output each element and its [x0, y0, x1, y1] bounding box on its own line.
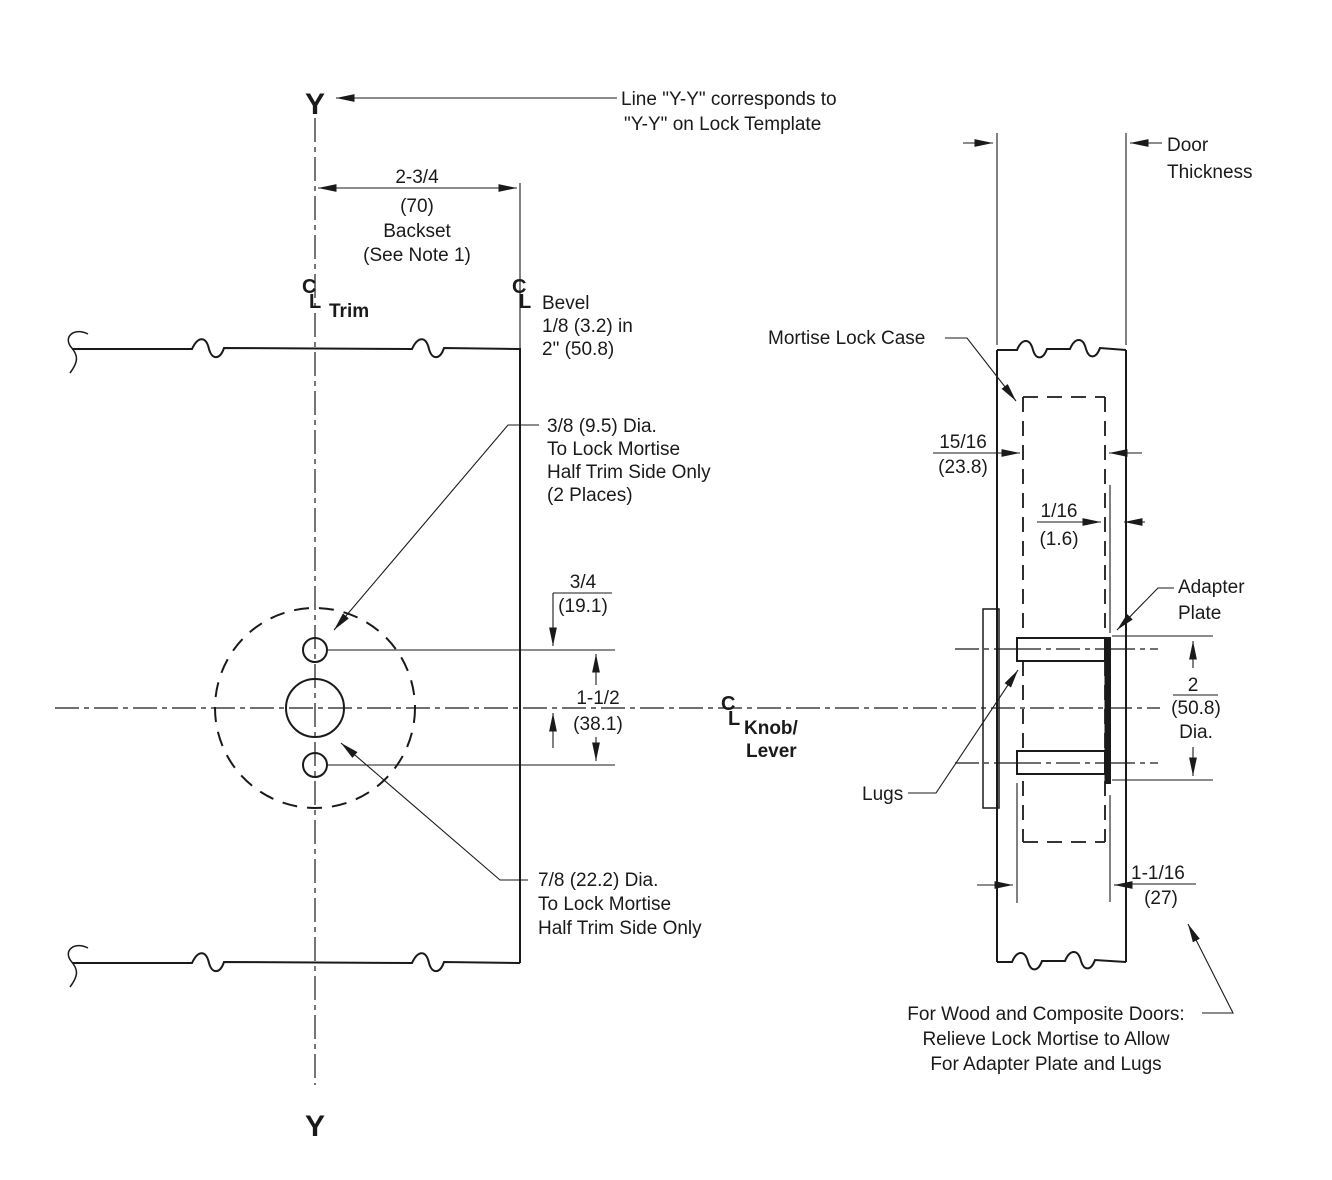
trim-side-plate-outline — [982, 608, 1000, 809]
upper-hole-leader-line — [333, 424, 539, 631]
centerline-symbol-trim-l: L — [309, 291, 321, 313]
adapter-dia-dimension-value: 2 — [1188, 675, 1199, 696]
adapter-plate-label-line2: Plate — [1178, 603, 1221, 624]
spindle-hole-note-line1: 7/8 (22.2) Dia. — [538, 870, 658, 891]
hole-offset-dimension-value: 3/4 — [570, 572, 597, 593]
door-thickness-label-line1: Door — [1167, 135, 1209, 156]
adapter-dia-dimension-suffix: Dia. — [1179, 722, 1213, 743]
adapter-plate-leader-line — [1116, 587, 1174, 631]
upper-hole-note-line2: To Lock Mortise — [547, 439, 680, 460]
adapter-plate-label-line1: Adapter — [1178, 577, 1245, 598]
backset-dimension-metric: (70) — [400, 196, 434, 217]
upper-hole-note-line3: Half Trim Side Only — [547, 462, 711, 483]
case-depth-dimension-metric: (23.8) — [938, 457, 988, 478]
spindle-hole-circle — [285, 678, 345, 738]
door-face-bottom-edge — [72, 952, 521, 973]
plate-gap-dimension-metric: (1.6) — [1039, 529, 1078, 550]
adapter-plate-bar — [1104, 637, 1111, 784]
spindle-hole-note-line2: To Lock Mortise — [538, 894, 671, 915]
plate-gap-dimension-value: 1/16 — [1041, 501, 1078, 522]
yy-note-line2: "Y-Y" on Lock Template — [624, 114, 821, 135]
door-face-bottom-break-hook — [67, 944, 89, 988]
centerline-symbol-bevel-l: L — [519, 291, 531, 313]
hole-spacing-dimension-metric: (38.1) — [573, 714, 623, 735]
door-face-top-edge — [72, 338, 521, 359]
lugs-leader-line — [908, 669, 1019, 794]
yy-note-line1: Line "Y-Y" corresponds to — [621, 89, 837, 110]
knob-centerline-label-line2: Lever — [746, 741, 797, 762]
centerline-symbol-knob-l: L — [728, 708, 740, 730]
hole-spacing-dimension-value: 1-1/2 — [576, 688, 619, 709]
lugs-label: Lugs — [862, 784, 903, 805]
mortise-case-leader-line — [945, 337, 1017, 402]
wood-note-line3: For Adapter Plate and Lugs — [930, 1054, 1161, 1075]
door-section-bottom-break-edge — [997, 951, 1127, 971]
centerline-symbol-knob-c: C — [721, 693, 735, 715]
trim-centerline-label: Trim — [329, 301, 369, 322]
backset-dimension-value: 2-3/4 — [395, 167, 439, 188]
knob-centerline-label-line1: Knob/ — [744, 718, 799, 739]
case-depth-dimension-value: 15/16 — [939, 432, 987, 453]
wood-note-line2: Relieve Lock Mortise to Allow — [922, 1029, 1169, 1050]
wood-note-leader-line — [1187, 923, 1234, 1014]
trim-footprint-dashed-circle — [214, 607, 416, 809]
bevel-note-line2: 1/8 (3.2) in — [542, 316, 633, 337]
lug-depth-dimension-value: 1-1/16 — [1131, 863, 1185, 884]
backset-dimension-note: (See Note 1) — [363, 245, 471, 266]
mortise-case-label: Mortise Lock Case — [768, 328, 925, 349]
hole-offset-dimension-metric: (19.1) — [558, 596, 608, 617]
door-face-top-break-hook — [67, 330, 89, 374]
spindle-hole-leader-line — [340, 742, 528, 881]
centerline-symbol-bevel-c: C — [512, 276, 526, 298]
wood-note-line1: For Wood and Composite Doors: — [907, 1004, 1184, 1025]
bevel-note-line3: 2" (50.8) — [542, 339, 614, 360]
datum-label-y-top: Y — [305, 88, 325, 121]
door-thickness-label-line2: Thickness — [1167, 162, 1253, 183]
lug-depth-dimension-metric: (27) — [1144, 888, 1178, 909]
adapter-dia-dimension-metric: (50.8) — [1171, 698, 1221, 719]
upper-hole-note-line1: 3/8 (9.5) Dia. — [547, 416, 657, 437]
datum-label-y-bottom: Y — [305, 1110, 325, 1143]
spindle-hole-note-line3: Half Trim Side Only — [538, 918, 702, 939]
centerline-symbol-trim-c: C — [302, 276, 316, 298]
upper-hole-note-line4: (2 Places) — [547, 485, 633, 506]
door-section-top-break-edge — [997, 339, 1127, 359]
backset-dimension-label: Backset — [383, 221, 451, 242]
bevel-note-line1: Bevel — [542, 293, 590, 314]
